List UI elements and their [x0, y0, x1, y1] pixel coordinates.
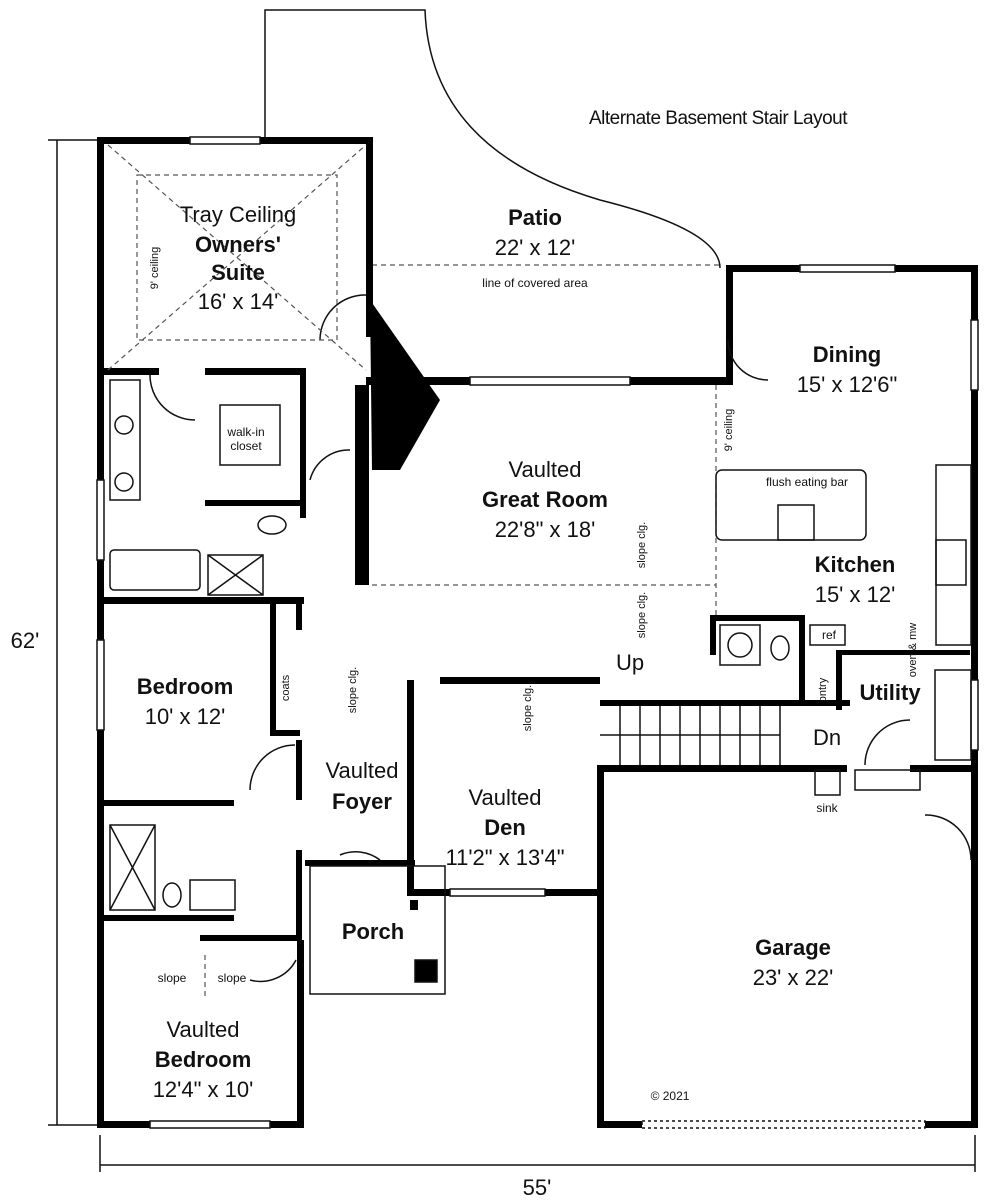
patio-size: 22' x 12'	[495, 235, 576, 260]
garage-size: 23' x 22'	[753, 965, 834, 990]
copyright: © 2021	[651, 1089, 690, 1103]
oven-label: oven & mw	[907, 623, 919, 677]
dining-name: Dining	[813, 342, 881, 367]
dimension-62	[48, 139, 98, 1126]
vaulted-bedroom-size: 12'4" x 10'	[153, 1077, 254, 1102]
dining-size: 15' x 12'6"	[797, 372, 898, 397]
eating-bar-label: flush eating bar	[766, 475, 848, 489]
width-dimension: 55'	[523, 1175, 552, 1200]
great-room-prefix: Vaulted	[509, 457, 582, 482]
dining-ceiling: 9' ceiling	[723, 409, 735, 451]
slope-left-label: slope	[158, 971, 187, 985]
patio-note: line of covered area	[482, 276, 588, 290]
great-room-slope-2: slope clg.	[636, 592, 648, 638]
patio-name: Patio	[508, 205, 562, 230]
foyer-prefix: Vaulted	[326, 758, 399, 783]
fixtures	[107, 144, 972, 1000]
vaulted-bedroom-prefix: Vaulted	[167, 1017, 240, 1042]
den-size: 11'2" x 13'4"	[445, 845, 564, 870]
den-slope: slope clg.	[522, 685, 534, 731]
stairs	[600, 706, 781, 765]
owners-suite-size: 16' x 14'	[198, 289, 279, 314]
pantry-label: pntry	[817, 677, 829, 702]
bedroom-name: Bedroom	[137, 674, 234, 699]
coats-label: coats	[280, 674, 292, 701]
utility-name: Utility	[859, 680, 921, 705]
great-room-slope-1: slope clg.	[636, 522, 648, 568]
sink-label: sink	[816, 801, 838, 815]
walk-in-closet-line2: closet	[230, 439, 262, 453]
vaulted-bedroom-name: Bedroom	[155, 1047, 252, 1072]
owners-suite-ceiling: 9' ceiling	[149, 247, 161, 289]
foyer-name: Foyer	[332, 789, 392, 814]
porch-name: Porch	[342, 919, 404, 944]
slope-right-label: slope	[218, 971, 247, 985]
patio-outline	[264, 9, 721, 269]
den-prefix: Vaulted	[469, 785, 542, 810]
stairs-down-label: Dn	[813, 725, 841, 750]
owners-suite-tray: Tray Ceiling	[180, 202, 297, 227]
owners-suite-name1: Owners'	[195, 232, 281, 257]
garage-name: Garage	[755, 935, 831, 960]
great-room-size: 22'8" x 18'	[495, 517, 596, 542]
stairs-up-label: Up	[616, 650, 644, 675]
den-name: Den	[484, 815, 526, 840]
depth-dimension: 62'	[11, 628, 40, 653]
owners-suite-name2: Suite	[211, 260, 265, 285]
ref-label: ref	[822, 628, 837, 642]
plan-title: Alternate Basement Stair Layout	[589, 108, 848, 129]
walk-in-closet-line1: walk-in	[226, 425, 264, 439]
windows	[96, 136, 979, 1129]
interior-walls	[104, 300, 970, 941]
great-room-name: Great Room	[482, 487, 608, 512]
bedroom-size: 10' x 12'	[145, 704, 226, 729]
foyer-slope: slope clg.	[347, 667, 359, 713]
dimension-55	[99, 1135, 976, 1172]
kitchen-name: Kitchen	[815, 552, 896, 577]
kitchen-size: 15' x 12'	[815, 582, 896, 607]
